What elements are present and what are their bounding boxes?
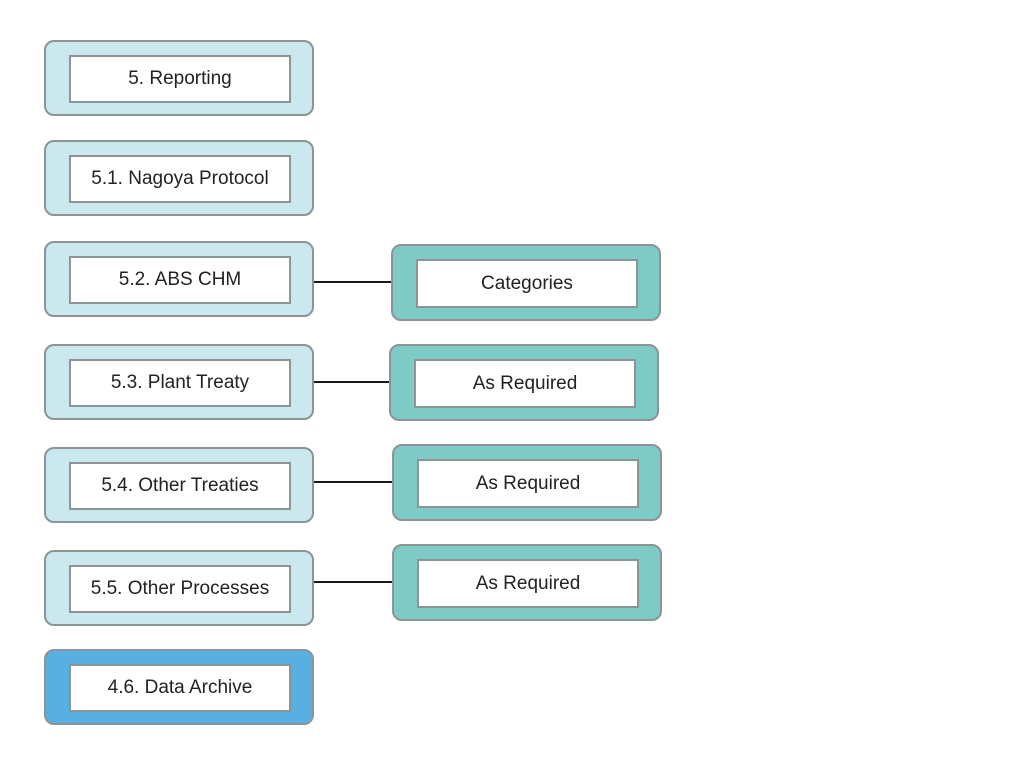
connector-plant-treaty-as-required [314,381,390,383]
node-other-processes-as-required-label: As Required [417,559,639,608]
node-abs-chm: 5.2. ABS CHM [44,241,314,317]
node-other-processes-as-required: As Required [392,544,662,621]
node-other-treaties: 5.4. Other Treaties [44,447,314,523]
node-data-archive: 4.6. Data Archive [44,649,314,725]
node-data-archive-label: 4.6. Data Archive [69,664,291,712]
node-other-processes: 5.5. Other Processes [44,550,314,626]
node-nagoya-protocol: 5.1. Nagoya Protocol [44,140,314,216]
node-abs-chm-label: 5.2. ABS CHM [69,256,291,304]
node-categories-label: Categories [416,259,638,308]
connector-other-processes-as-required [314,581,393,583]
connector-abs-chm-categories [314,281,392,283]
node-other-treaties-label: 5.4. Other Treaties [69,462,291,510]
node-plant-treaty: 5.3. Plant Treaty [44,344,314,420]
node-plant-treaty-label: 5.3. Plant Treaty [69,359,291,407]
node-nagoya-protocol-label: 5.1. Nagoya Protocol [69,155,291,203]
connector-other-treaties-as-required [314,481,393,483]
node-categories: Categories [391,244,661,321]
node-other-treaties-as-required-label: As Required [417,459,639,508]
node-other-processes-label: 5.5. Other Processes [69,565,291,613]
node-reporting: 5. Reporting [44,40,314,116]
node-plant-treaty-as-required: As Required [389,344,659,421]
node-other-treaties-as-required: As Required [392,444,662,521]
node-reporting-label: 5. Reporting [69,55,291,103]
node-plant-treaty-as-required-label: As Required [414,359,636,408]
